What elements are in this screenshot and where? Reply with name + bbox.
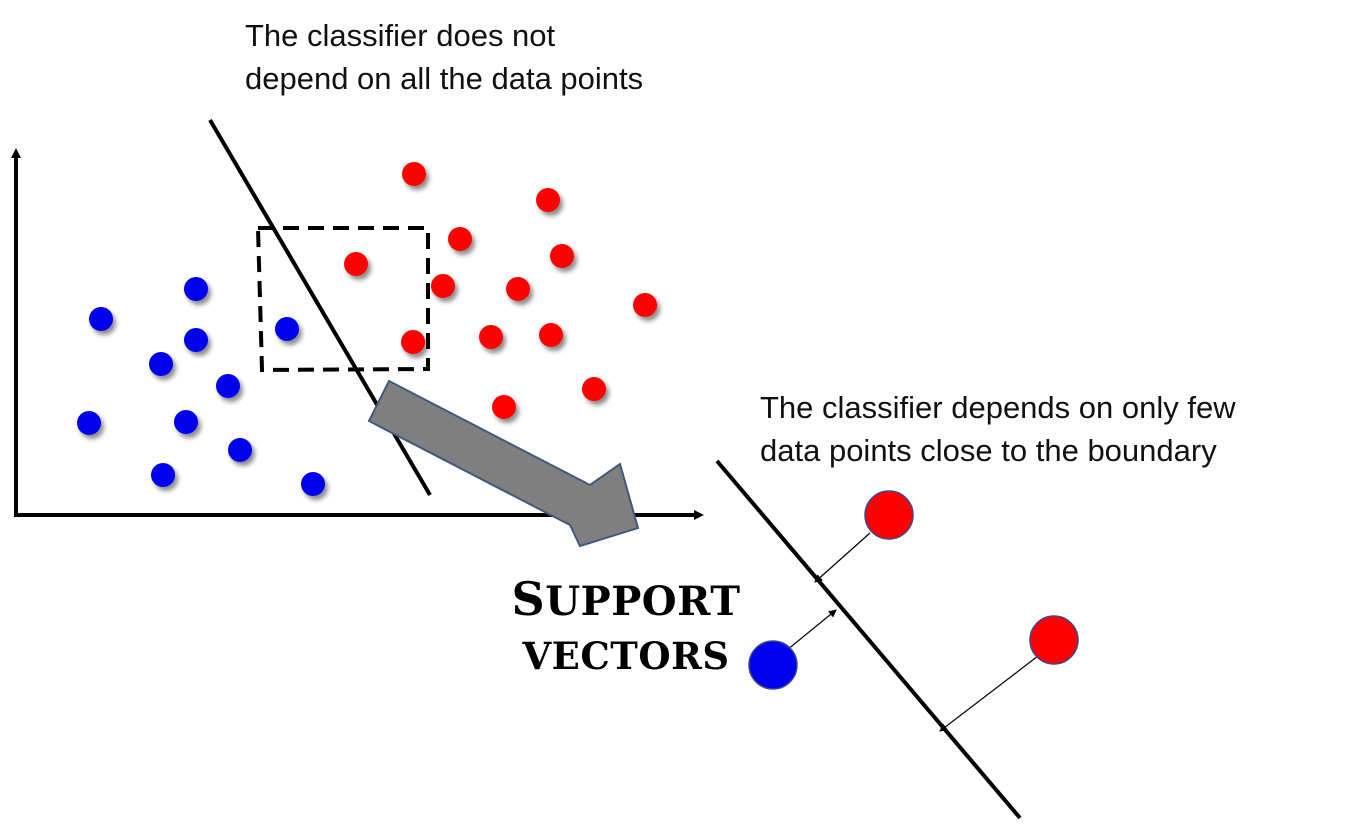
red-point <box>492 395 516 419</box>
red-point <box>536 188 560 212</box>
support-vectors-label: SUPPORT VECTORS <box>490 576 762 675</box>
blue-point <box>184 277 208 301</box>
caption-right: The classifier depends on only few data … <box>760 386 1350 472</box>
blue-point <box>174 410 198 434</box>
positive-class-points <box>344 162 657 419</box>
margin-arrow <box>814 532 871 583</box>
red-point <box>506 277 530 301</box>
zoom-selection-box <box>255 226 430 373</box>
red-point <box>402 162 426 186</box>
red-point <box>344 252 368 276</box>
support-vector-red <box>1029 615 1079 665</box>
caption-right-line-2: data points close to the boundary <box>760 433 1217 468</box>
caption-top: The classifier does not depend on all th… <box>245 14 765 100</box>
blue-point <box>89 307 113 331</box>
blue-point <box>228 438 252 462</box>
caption-right-line-1: The classifier depends on only few <box>760 390 1236 425</box>
blue-point <box>151 463 175 487</box>
red-point <box>550 244 574 268</box>
zoomed-decision-boundary <box>715 459 1022 820</box>
axes <box>11 148 704 520</box>
support-vectors-label-line-2: VECTORS <box>522 634 730 678</box>
blue-point <box>149 352 173 376</box>
blue-point <box>275 317 299 341</box>
margin-arrow <box>939 655 1039 732</box>
red-point <box>539 323 563 347</box>
margin-arrow <box>786 609 837 651</box>
support-vector-points <box>748 490 1079 690</box>
red-point <box>401 330 425 354</box>
blue-point <box>184 328 208 352</box>
zoom-arrow <box>367 379 640 548</box>
support-vector-red <box>864 490 914 540</box>
caption-top-line-1: The classifier does not <box>245 18 556 53</box>
margin-arrows <box>786 532 1039 732</box>
blue-point <box>77 411 101 435</box>
caption-top-line-2: depend on all the data points <box>245 61 644 96</box>
red-point <box>633 293 657 317</box>
blue-point <box>301 472 325 496</box>
red-point <box>448 227 472 251</box>
red-point <box>479 325 503 349</box>
red-point <box>582 377 606 401</box>
support-vector-blue <box>748 640 798 690</box>
red-point <box>431 274 455 298</box>
blue-point <box>216 374 240 398</box>
negative-class-points <box>77 277 325 496</box>
support-vectors-label-line-1: SUPPORT <box>511 572 741 626</box>
